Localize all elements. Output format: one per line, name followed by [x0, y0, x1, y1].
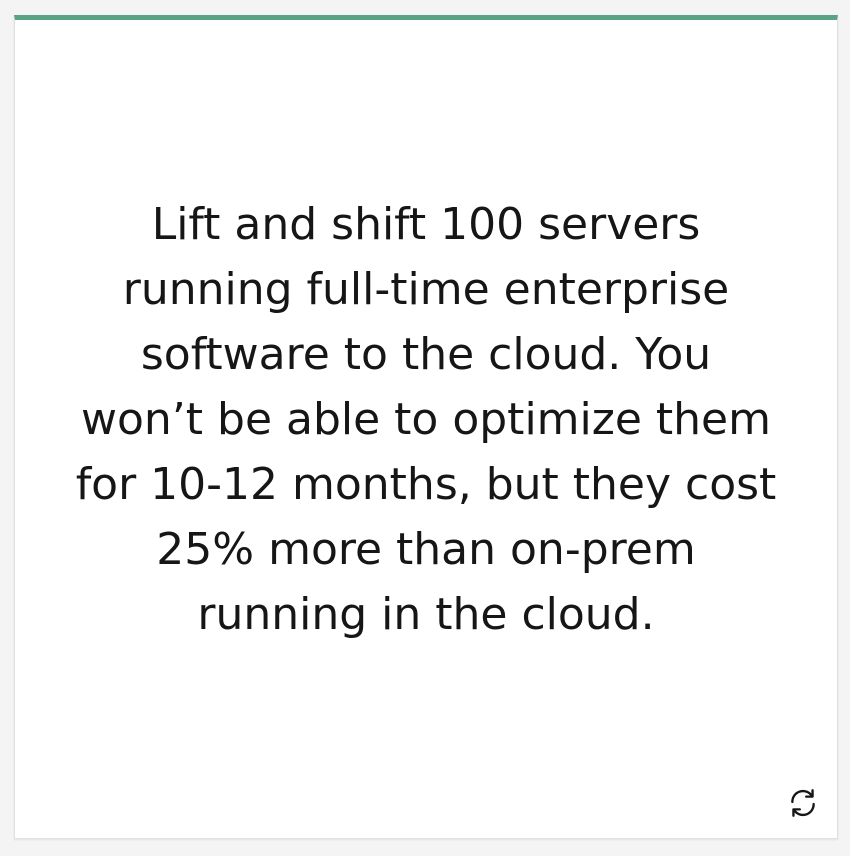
flash-card[interactable]: Lift and shift 100 servers running full-… [14, 15, 838, 839]
card-question-text: Lift and shift 100 servers running full-… [75, 198, 777, 640]
flip-card-button[interactable] [783, 784, 823, 824]
refresh-icon [786, 786, 820, 823]
